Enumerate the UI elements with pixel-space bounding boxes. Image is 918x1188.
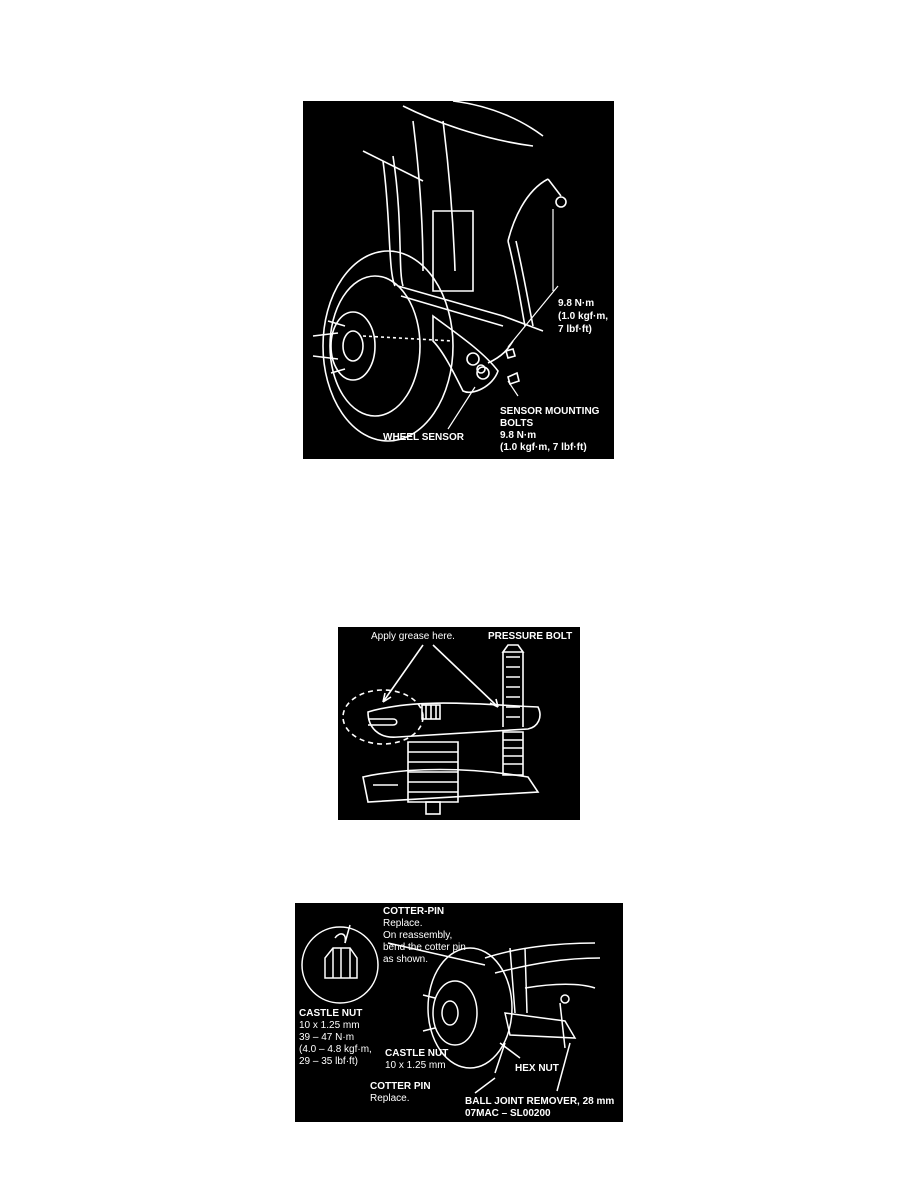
ball-joint-remover-1: BALL JOINT REMOVER, 28 mm <box>465 1096 615 1107</box>
ball-joint-remover-drawing <box>342 644 541 815</box>
pressure-bolt-label: PRESSURE BOLT <box>488 631 573 642</box>
sensor-bolts-line4: (1.0 kgf·m, 7 lbf·ft) <box>500 442 587 453</box>
hex-nut-label: HEX NUT <box>515 1063 559 1074</box>
cotter-pin-top-1: COTTER-PIN <box>383 906 445 917</box>
sensor-bolts-line2: BOLTS <box>500 418 534 429</box>
cotter-pin-bottom-2: Replace. <box>370 1093 410 1104</box>
apply-grease-label: Apply grease here. <box>371 631 455 642</box>
wheel-sensor-figure: 9.8 N·m (1.0 kgf·m, 7 lbf·ft) SENSOR MOU… <box>303 101 614 459</box>
ball-joint-remover-2: 07MAC – SL00200 <box>465 1108 551 1119</box>
sensor-bolts-line3: 9.8 N·m <box>500 430 537 441</box>
cotter-pin-bottom-1: COTTER PIN <box>370 1081 431 1092</box>
wheel-sensor-label: WHEEL SENSOR <box>383 432 464 443</box>
cotter-pin-top-3: On reassembly, <box>383 930 453 941</box>
cotter-pin-top-5: as shown. <box>383 954 429 965</box>
ball-joint-remover-figure: Apply grease here. PRESSURE BOLT <box>338 627 580 820</box>
wheel-sensor-drawing <box>312 101 567 442</box>
castle-nut-mid-1: CASTLE NUT <box>385 1048 449 1059</box>
cotter-pin-top-2: Replace. <box>383 918 423 929</box>
castle-nut-left-4: (4.0 – 4.8 kgf·m, <box>299 1044 372 1055</box>
castle-nut-left-3: 39 – 47 N·m <box>299 1032 355 1043</box>
sensor-bolts-line1: SENSOR MOUNTING <box>500 406 600 417</box>
castle-nut-left-5: 29 – 35 lbf·ft) <box>299 1056 358 1067</box>
torque-label-line1: 9.8 N·m <box>558 298 595 309</box>
castle-nut-drawing <box>301 924 601 1094</box>
castle-nut-figure: COTTER-PIN Replace. On reassembly, bend … <box>295 903 623 1122</box>
castle-nut-left-2: 10 x 1.25 mm <box>299 1020 360 1031</box>
cotter-pin-top-4: bend the cotter pin <box>383 942 466 953</box>
castle-nut-mid-2: 10 x 1.25 mm <box>385 1060 446 1071</box>
castle-nut-left-1: CASTLE NUT <box>299 1008 363 1019</box>
torque-label-line3: 7 lbf·ft) <box>558 324 592 335</box>
torque-label-line2: (1.0 kgf·m, <box>558 311 609 322</box>
